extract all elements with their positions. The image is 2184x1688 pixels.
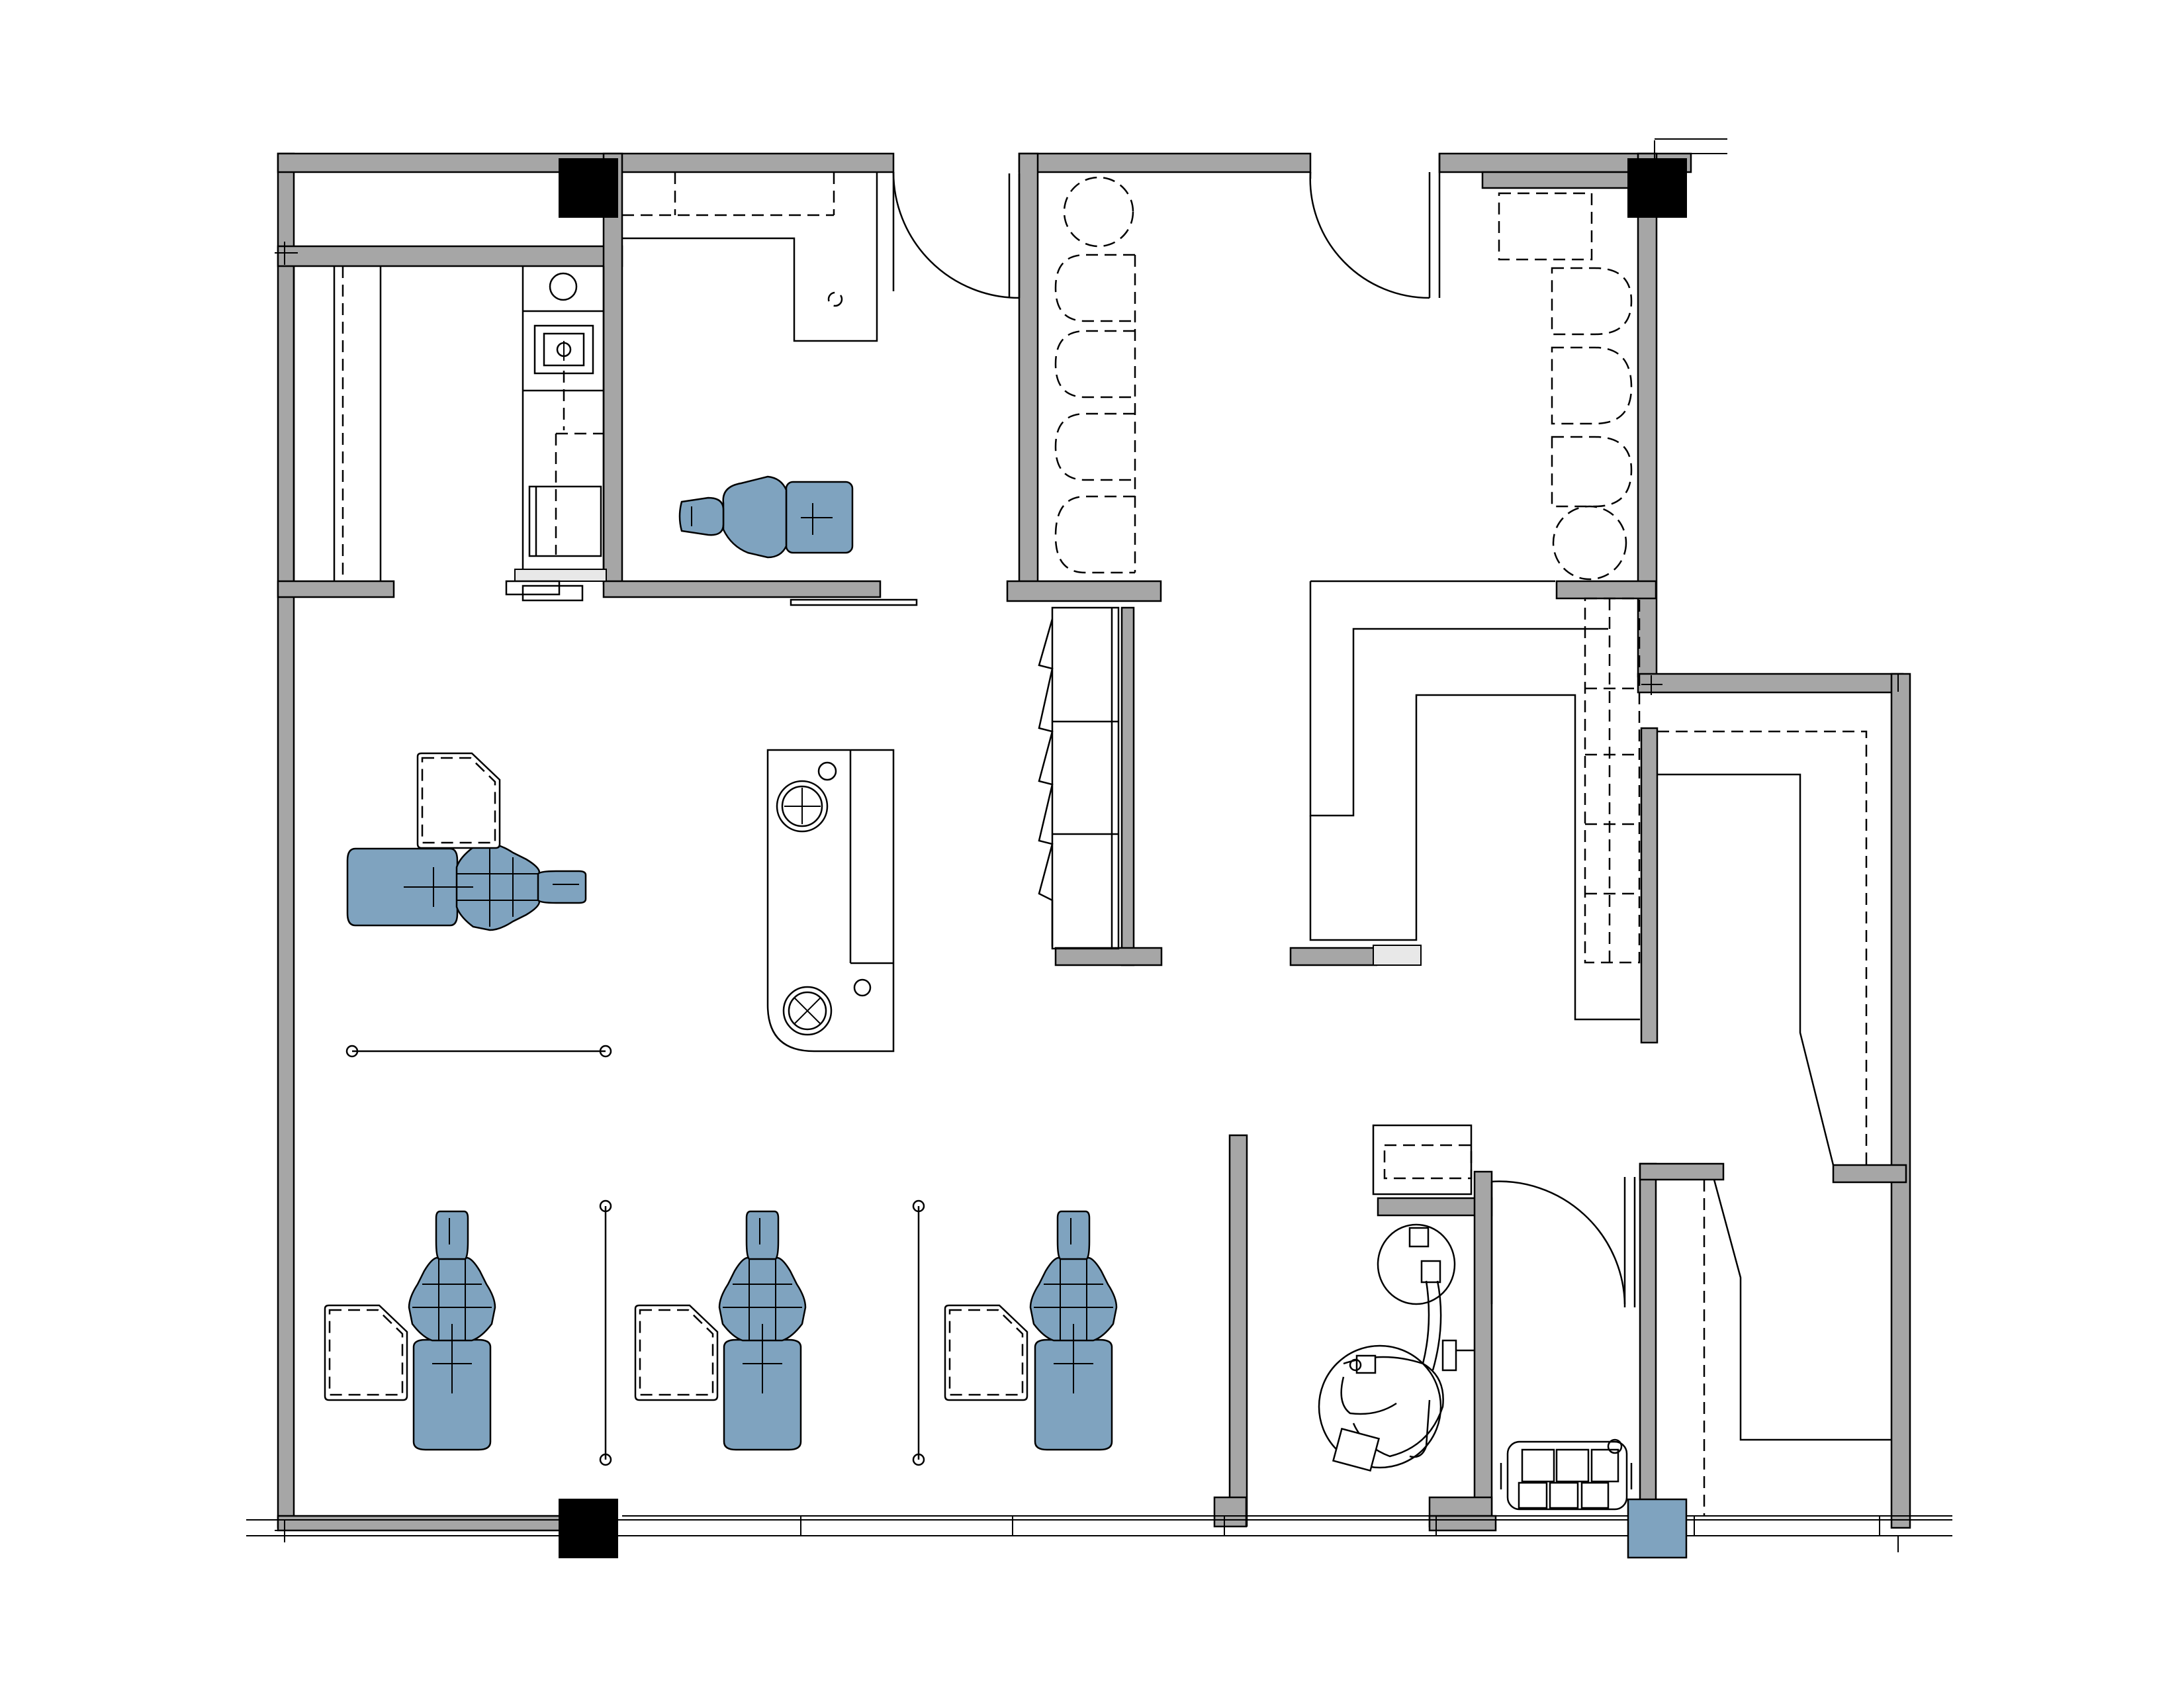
panoramic-xray-icon [1318, 1124, 1475, 1472]
stool-icon [324, 1304, 408, 1401]
counter-edge [1373, 945, 1422, 966]
waiting-chair [1551, 267, 1633, 336]
wall-annex-top [1637, 673, 1904, 694]
wall-treatment-bottom [602, 580, 882, 598]
structural-columns [559, 158, 1688, 1559]
column-top-left [559, 158, 618, 218]
waiting-chair [1054, 495, 1135, 574]
waiting-chair [1054, 254, 1135, 322]
dental-chair-icon [718, 1210, 807, 1451]
door-waiting-entry[interactable] [1309, 154, 1441, 299]
sterilization-island [766, 749, 895, 1053]
wall-right-upper-inner [1481, 171, 1656, 189]
grid-marks [275, 140, 1899, 1552]
door-sliding-treatment[interactable] [790, 598, 918, 606]
treatment-counter [622, 172, 878, 342]
wall-waiting-bottom [1006, 580, 1162, 602]
wall-xray-right [1473, 1170, 1493, 1530]
door-treatment-room[interactable] [892, 171, 1021, 299]
wall-top-middle [1018, 152, 1312, 173]
stool-icon [944, 1304, 1028, 1401]
wall-xray-left [1228, 1134, 1248, 1527]
column-bottom-left [559, 1499, 618, 1558]
counter-edge [514, 569, 607, 582]
wall-mech-top [1639, 1162, 1725, 1181]
waiting-chairs-right [1498, 192, 1633, 581]
doors[interactable] [790, 154, 1636, 1307]
wall-annex-step [1832, 1164, 1907, 1184]
wall-bench-bottom [1054, 947, 1163, 966]
cup-icon [549, 272, 578, 301]
bench-seating [1038, 606, 1120, 950]
privacy-poles [345, 1045, 925, 1466]
waiting-chair [1552, 505, 1627, 581]
door-xray-room[interactable] [1490, 1177, 1636, 1307]
column-bottom-right [1627, 1498, 1688, 1559]
reception-desk [1309, 580, 1640, 1021]
mechanical-corridor [1703, 1179, 1891, 1516]
dental-chair-icon [678, 475, 854, 559]
stool-icon [827, 291, 843, 307]
wall-reception-bottom [1555, 580, 1657, 600]
compressor-icon [1500, 1438, 1633, 1511]
annex-counter [1657, 730, 1868, 1166]
wall-xray-top [1377, 1197, 1493, 1217]
wall-bottom-right [1428, 1515, 1497, 1532]
sink-icon [782, 986, 833, 1036]
stool-icon [634, 1304, 719, 1401]
wall-reception-stub [1289, 947, 1378, 966]
waiting-chair [1551, 436, 1633, 508]
reception-files [1584, 597, 1641, 964]
wall-xray-left-foot [1213, 1496, 1248, 1528]
waiting-chairs-left [1054, 176, 1136, 574]
appliance-unit [528, 485, 602, 557]
wall-bench-divider [1120, 606, 1135, 966]
wall-closet-bottom [277, 580, 395, 598]
wall-annex-right [1890, 673, 1911, 1529]
sink-icon [776, 780, 829, 833]
wall-bottom-exterior [277, 1515, 604, 1532]
waiting-chair [1063, 176, 1134, 248]
open-operatory-chairs [324, 752, 1118, 1451]
wall-upper-storage [277, 245, 623, 267]
dental-chair-icon [346, 843, 587, 931]
wall-counter-post [1640, 727, 1659, 1044]
wall-mech-left [1639, 1162, 1657, 1530]
waiting-chair [1054, 412, 1135, 481]
waiting-chair [1551, 346, 1633, 425]
wall-left-exterior [277, 152, 295, 1528]
dental-chair-icon [408, 1210, 496, 1451]
waiting-chair [1054, 330, 1135, 399]
wall-storage-right [602, 152, 623, 585]
stool-icon [416, 752, 501, 849]
column-top-right [1627, 158, 1687, 218]
wall-waiting-left [1018, 152, 1039, 598]
dental-chair-icon [1029, 1210, 1118, 1451]
lab-cabinetry [293, 266, 607, 602]
